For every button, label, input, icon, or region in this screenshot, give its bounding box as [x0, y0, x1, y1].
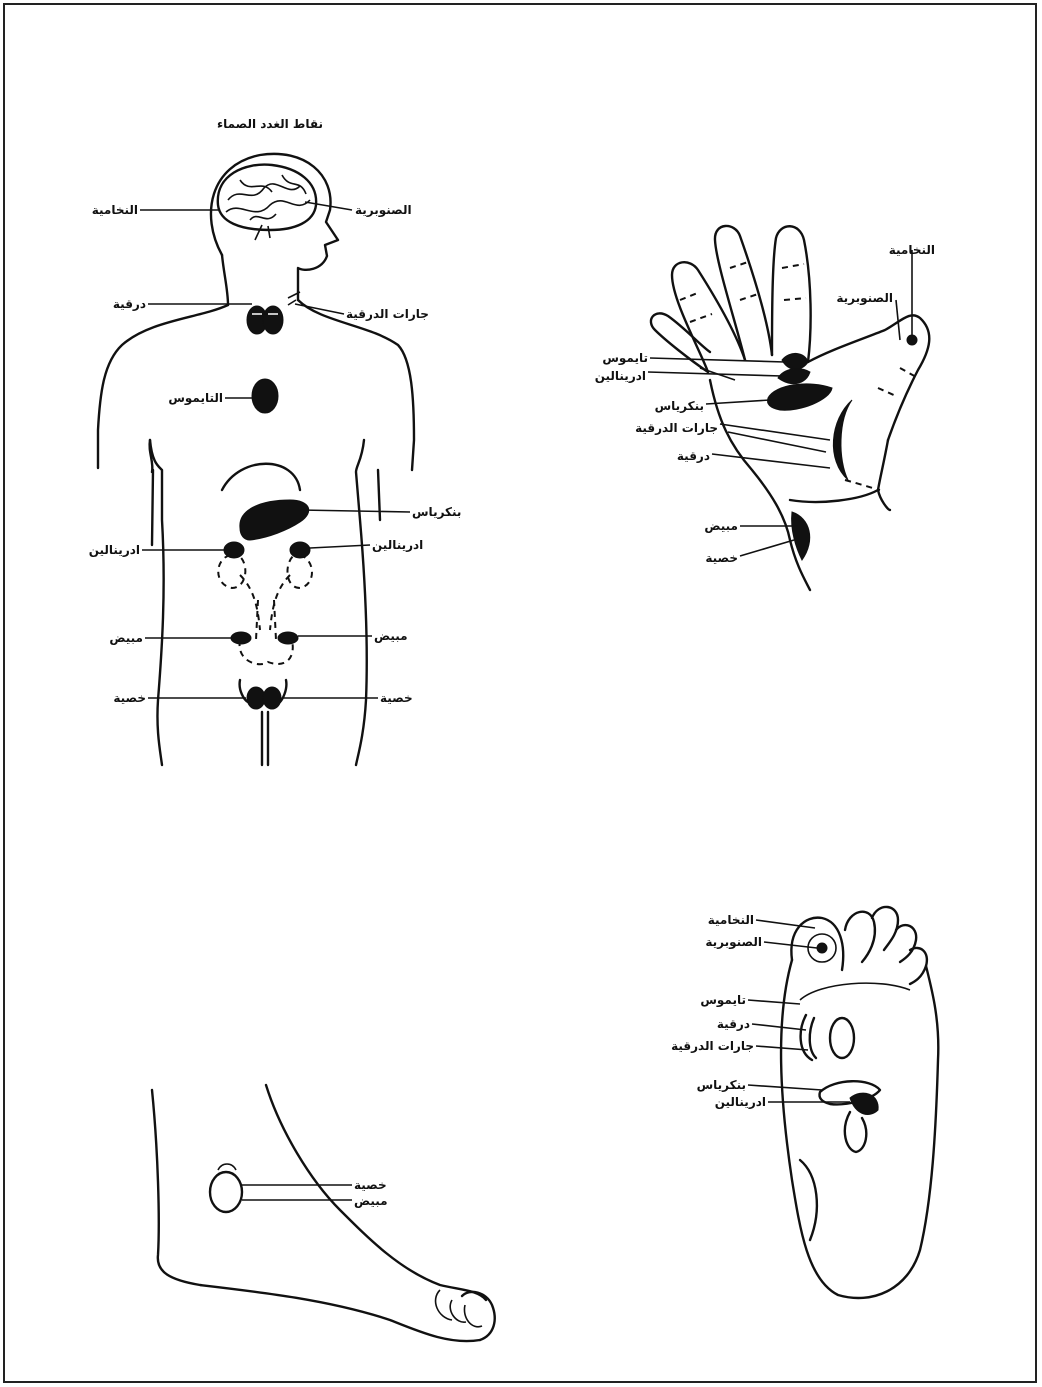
brain-icon	[218, 165, 316, 240]
hand-label-testis: خصية	[705, 551, 738, 565]
ankle-gland	[210, 1172, 242, 1212]
body-label-thyroid: درقية	[113, 297, 146, 311]
ovary-left-gland	[231, 632, 251, 644]
sole-label-adrenal: ادرينالين	[715, 1095, 766, 1109]
hand-label-ovary: مبيض	[704, 519, 738, 533]
hand-thumb-crescent	[833, 400, 852, 480]
body-label-ovary-right: مبيض	[374, 629, 408, 643]
sole-label-pituitary: النخامية	[708, 913, 754, 927]
body-label-parathyroid: جارات الدرقية	[346, 307, 429, 321]
body-label-pancreas: بنكرياس	[412, 505, 461, 519]
body-label-testis-right: خصية	[380, 691, 413, 705]
sole-leader-lines	[748, 920, 850, 1102]
thymus-gland	[252, 379, 278, 413]
hand-label-pineal: الصنوبرية	[836, 291, 893, 306]
body-label-ovary-left: مبيض	[109, 631, 143, 645]
body-label-pineal: الصنوبرية	[355, 203, 412, 218]
foot-side-figure: خصية مبيض	[152, 1085, 495, 1341]
body-label-testis-left: خصية	[113, 691, 146, 705]
sole-pineal-dot	[817, 943, 827, 953]
foot-side-label-ovary: مبيض	[354, 1194, 388, 1208]
body-figure: نقاط الغدد الصماء	[89, 117, 462, 765]
sole-label-pineal: الصنوبرية	[705, 935, 762, 950]
hand-label-pituitary: النخامية	[889, 243, 935, 257]
testis-right-gland	[263, 687, 281, 709]
hand-label-thymus: تايموس	[602, 351, 648, 366]
testis-left-gland	[247, 687, 265, 709]
body-label-thymus: التايموس	[168, 391, 223, 406]
hand-label-pancreas: بنكرياس	[655, 399, 704, 413]
foot-side-label-testis: خصية	[354, 1178, 387, 1192]
diagram-title: نقاط الغدد الصماء	[217, 117, 323, 131]
hand-pancreas-gland	[768, 384, 833, 410]
hand-thymus-gland	[782, 353, 808, 369]
sole-label-thymus: تايموس	[700, 993, 746, 1008]
sole-label-pancreas: بنكرياس	[697, 1078, 746, 1092]
hand-label-adrenal: ادرينالين	[595, 369, 646, 383]
body-label-adrenal-left: ادرينالين	[89, 543, 140, 557]
hand-figure: النخامية الصنوبرية تايموس ادرينالين بنكر…	[595, 226, 935, 590]
pancreas-gland	[240, 500, 309, 540]
thyroid-gland	[247, 306, 283, 334]
ovary-right-gland	[278, 632, 298, 644]
hand-label-thyroid: درقية	[677, 449, 710, 463]
hand-label-parathyroid: جارات الدرقية	[635, 421, 718, 435]
foot-sole-figure: النخامية الصنوبرية تايموس درقية جارات ال…	[671, 907, 938, 1298]
body-label-adrenal-right: ادرينالين	[372, 538, 423, 552]
hand-pituitary-dot	[907, 335, 917, 345]
body-label-pituitary: النخامية	[92, 203, 138, 217]
sole-label-parathyroid: جارات الدرقية	[671, 1039, 754, 1053]
hand-adrenal-gland	[778, 369, 810, 384]
sole-label-thyroid: درقية	[717, 1017, 750, 1031]
